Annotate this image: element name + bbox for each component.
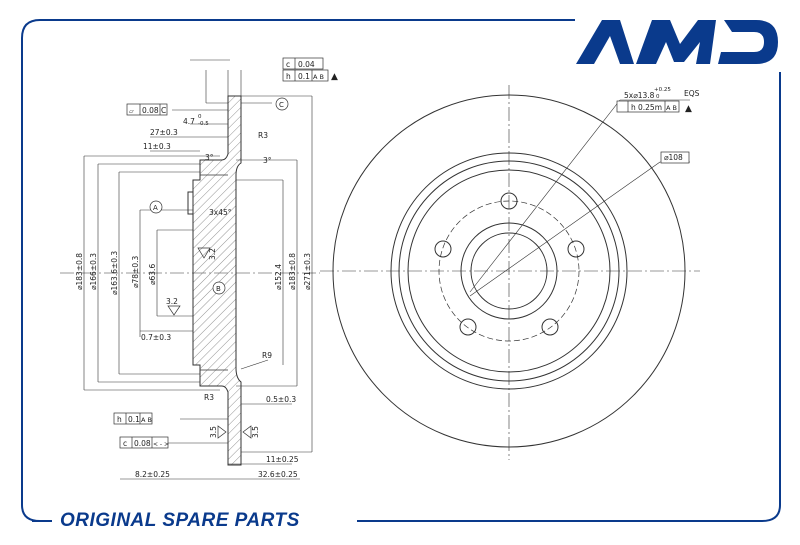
svg-text:+0.25: +0.25 bbox=[654, 87, 671, 93]
vertical-dimension-labels: ⌀183±0.8 ⌀166±0.3 ⌀163.6±0.3 ⌀78±0.3 ⌀63… bbox=[75, 248, 312, 438]
bolt-hole-5 bbox=[434, 240, 452, 258]
svg-text:R3: R3 bbox=[258, 131, 268, 140]
svg-text:⌀166±0.3: ⌀166±0.3 bbox=[89, 253, 98, 290]
svg-text:⌀152.4: ⌀152.4 bbox=[274, 264, 283, 290]
svg-text:▱: ▱ bbox=[129, 108, 134, 115]
frame-border-right bbox=[357, 72, 781, 522]
svg-text:3.2: 3.2 bbox=[208, 248, 217, 260]
svg-text:3.2: 3.2 bbox=[166, 297, 178, 306]
footer-title: ORIGINAL SPARE PARTS bbox=[60, 510, 300, 531]
cross-section-view bbox=[60, 59, 320, 480]
svg-text:⌀63.6: ⌀63.6 bbox=[148, 264, 157, 285]
front-view-labels: 5x⌀13.8 +0.25 0 EQS h 0.25m A B ▲ ⌀108 bbox=[624, 87, 700, 162]
svg-text:0.1: 0.1 bbox=[298, 72, 310, 81]
svg-text:-0.5: -0.5 bbox=[198, 121, 209, 127]
amd-logo bbox=[576, 20, 778, 64]
svg-text:0.08: 0.08 bbox=[142, 106, 159, 115]
svg-text:0.5±0.3: 0.5±0.3 bbox=[266, 395, 296, 404]
gdt-frames bbox=[113, 57, 329, 449]
svg-text:0.04: 0.04 bbox=[298, 60, 315, 69]
svg-text:A B: A B bbox=[313, 73, 324, 81]
svg-text:0.08: 0.08 bbox=[134, 439, 151, 448]
svg-text:5x⌀13.8: 5x⌀13.8 bbox=[624, 91, 655, 100]
svg-text:c: c bbox=[123, 439, 127, 448]
svg-text:11±0.3: 11±0.3 bbox=[143, 142, 171, 151]
svg-text:0.7±0.3: 0.7±0.3 bbox=[141, 333, 171, 342]
front-view-gdt bbox=[616, 100, 690, 164]
svg-text:4.7: 4.7 bbox=[183, 117, 195, 126]
bolt-hole-2 bbox=[567, 240, 585, 258]
svg-text:3.5: 3.5 bbox=[251, 426, 260, 438]
svg-text:3°: 3° bbox=[263, 156, 272, 165]
svg-text:3x45°: 3x45° bbox=[209, 208, 232, 217]
svg-text:< - >: < - > bbox=[153, 441, 169, 448]
svg-text:R9: R9 bbox=[262, 351, 272, 360]
cross-section-labels: c 0.04 h 0.1 A B ▲ ▱ 0.08 C 4.7 0 -0.5 C… bbox=[117, 60, 338, 479]
svg-text:27±0.3: 27±0.3 bbox=[150, 128, 178, 137]
svg-text:R3: R3 bbox=[204, 393, 214, 402]
svg-text:C: C bbox=[161, 106, 166, 115]
svg-text:⌀163.6±0.3: ⌀163.6±0.3 bbox=[110, 251, 119, 295]
svg-text:▲: ▲ bbox=[685, 104, 692, 114]
svg-text:EQS: EQS bbox=[684, 89, 700, 98]
svg-text:h: h bbox=[117, 415, 122, 424]
svg-text:⌀271±0.3: ⌀271±0.3 bbox=[303, 253, 312, 290]
svg-text:C: C bbox=[279, 101, 284, 109]
svg-text:h: h bbox=[286, 72, 291, 81]
svg-text:0.1: 0.1 bbox=[128, 415, 140, 424]
svg-text:0.25m: 0.25m bbox=[638, 103, 662, 112]
svg-text:32.6±0.25: 32.6±0.25 bbox=[258, 470, 298, 479]
svg-text:0: 0 bbox=[198, 114, 202, 120]
svg-text:⌀183±0.8: ⌀183±0.8 bbox=[288, 253, 297, 290]
svg-text:A: A bbox=[153, 204, 158, 212]
svg-text:▲: ▲ bbox=[331, 72, 338, 82]
svg-text:c: c bbox=[286, 60, 290, 69]
svg-text:3°: 3° bbox=[205, 153, 214, 162]
svg-text:11±0.25: 11±0.25 bbox=[266, 455, 299, 464]
svg-text:⌀183±0.8: ⌀183±0.8 bbox=[75, 253, 84, 290]
svg-text:A B: A B bbox=[141, 416, 152, 424]
svg-text:A B: A B bbox=[666, 104, 677, 112]
svg-text:8.2±0.25: 8.2±0.25 bbox=[135, 470, 170, 479]
svg-text:⌀78±0.3: ⌀78±0.3 bbox=[131, 256, 140, 288]
front-view bbox=[320, 85, 700, 460]
svg-text:h: h bbox=[631, 103, 636, 112]
svg-text:⌀108: ⌀108 bbox=[664, 153, 683, 162]
svg-text:0: 0 bbox=[656, 94, 660, 100]
bolt-hole-4 bbox=[459, 318, 477, 336]
svg-text:3.5: 3.5 bbox=[209, 426, 218, 438]
bolt-hole-3 bbox=[541, 318, 559, 336]
svg-text:B: B bbox=[216, 285, 221, 293]
